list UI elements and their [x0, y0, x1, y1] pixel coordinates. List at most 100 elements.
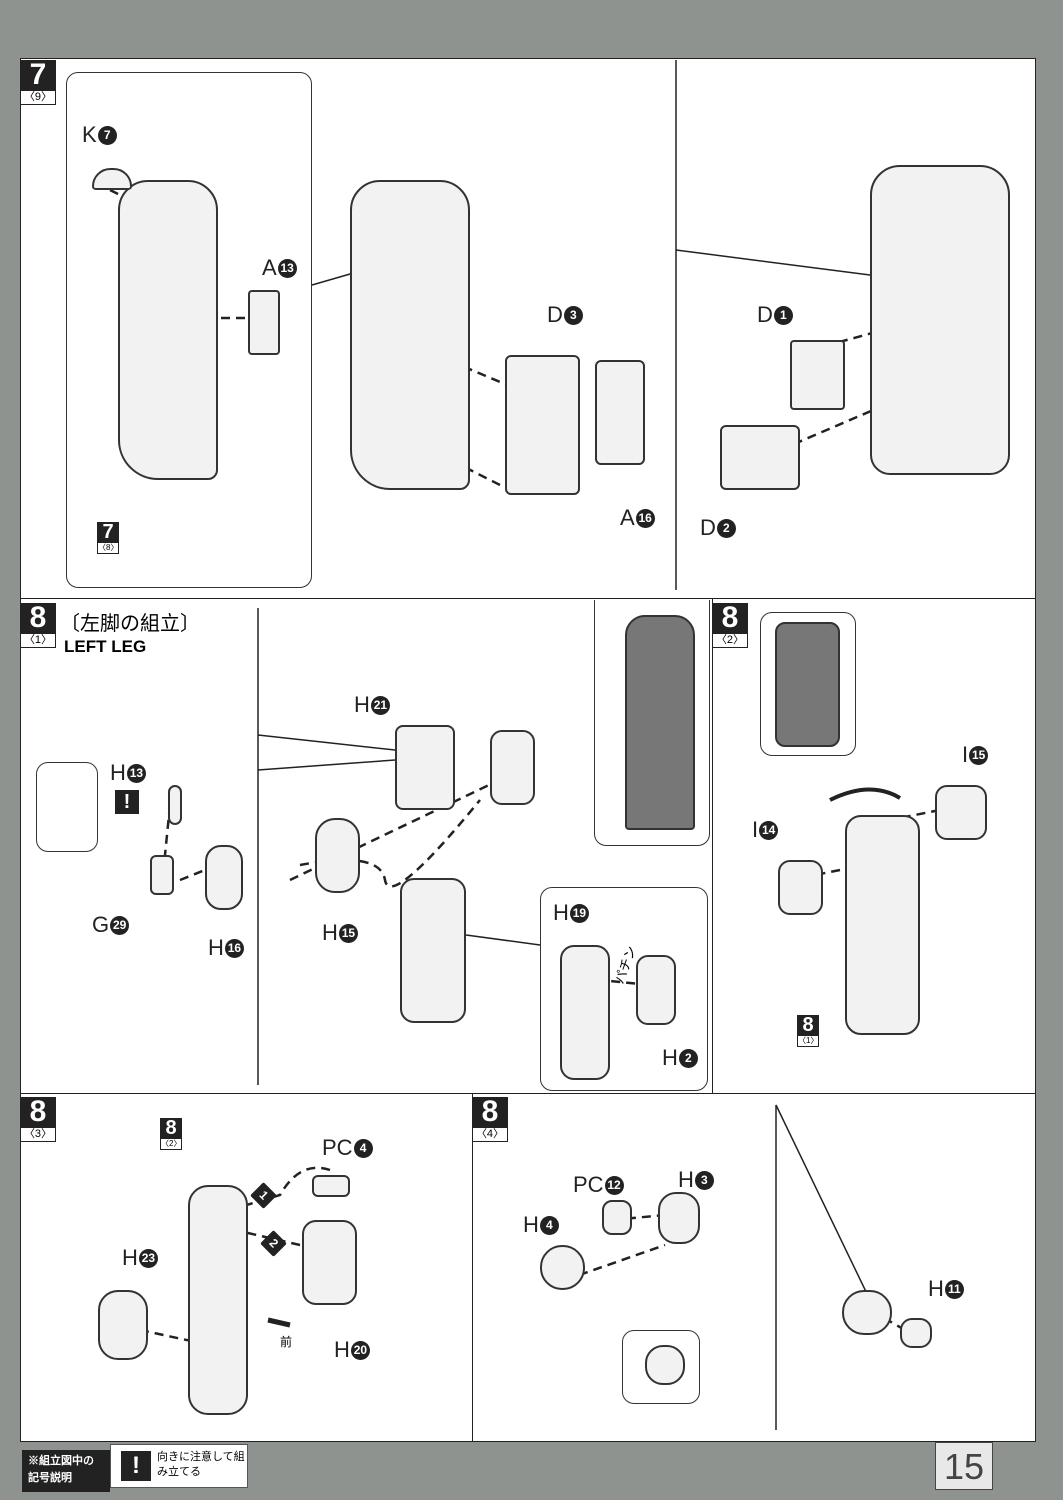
part-h2-drawing: [636, 955, 676, 1025]
part-number-circle: 13: [126, 763, 146, 783]
part-number-circle: 3: [563, 305, 583, 325]
step-8-2-reference: 8〈2〉: [160, 1118, 182, 1150]
substep-number: 〈3〉: [20, 1127, 56, 1142]
part-letter: I: [962, 742, 969, 767]
part-letter: H: [322, 920, 338, 945]
part-a13-drawing: [248, 290, 280, 355]
step-number: 8: [472, 1097, 508, 1127]
part-h21-drawing: [395, 725, 455, 810]
page-number: 15: [935, 1442, 993, 1490]
step-8-3: 8〈3〉: [20, 1097, 56, 1142]
caution-legend-icon: !: [121, 1451, 151, 1481]
part-d3-drawing: [505, 355, 580, 495]
part-g29-drawing: [150, 855, 174, 895]
part-letter: H: [208, 935, 224, 960]
torso-assembly-3: [870, 165, 1010, 475]
part-letter: D: [547, 302, 563, 327]
part-d2-drawing: [720, 425, 800, 490]
leg-assembly-8-3: [188, 1185, 248, 1415]
substep-number: 〈9〉: [20, 90, 56, 105]
part-h13-drawing: [168, 785, 182, 825]
part-letter: H: [662, 1045, 678, 1070]
part-number-circle: 29: [110, 915, 130, 935]
part-number-circle: 15: [338, 923, 358, 943]
step-number: 8: [797, 1015, 819, 1035]
lower-leg-frame-drawing: [400, 878, 466, 1023]
part-i15-drawing: [935, 785, 987, 840]
substep-number: 〈2〉: [160, 1138, 182, 1150]
part-h15-drawing: [315, 818, 360, 893]
inset-h13-detail: [36, 762, 98, 852]
part-h3-detail-drawing: [645, 1345, 685, 1385]
substep-number: 〈1〉: [797, 1035, 819, 1047]
step-title-en: LEFT LEG: [64, 637, 147, 656]
part-number-circle: 4: [539, 1215, 559, 1235]
substep-number: 〈4〉: [472, 1127, 508, 1142]
substep-number: 〈2〉: [712, 633, 748, 648]
part-number-circle: 19: [569, 903, 589, 923]
part-number-circle: 1: [773, 305, 793, 325]
legend-title: ※組立図中の記号説明: [22, 1450, 110, 1492]
part-number-circle: 2: [716, 518, 736, 538]
part-number-circle: 14: [759, 820, 779, 840]
part-number-circle: 13: [277, 258, 297, 278]
part-letter: H: [678, 1167, 694, 1192]
part-number-circle: 7: [97, 125, 117, 145]
front-direction-label: 前: [280, 1335, 293, 1349]
part-h16-drawing: [205, 845, 243, 910]
part-number-circle: 3: [694, 1170, 714, 1190]
part-letter: H: [553, 900, 569, 925]
step-title-jp: 〔左脚の組立〕: [60, 613, 200, 635]
part-number-circle: 23: [138, 1248, 158, 1268]
part-d1-drawing: [790, 340, 845, 410]
step-8-2: 8〈2〉: [712, 603, 748, 648]
part-letter: K: [82, 122, 97, 147]
part-letter: H: [523, 1212, 539, 1237]
part-h4-drawing: [540, 1245, 585, 1290]
part-number-circle: 21: [370, 695, 390, 715]
part-letter: A: [620, 505, 635, 530]
step-number: 7: [97, 522, 119, 542]
leg-assembly-8-2: [845, 815, 920, 1035]
part-a16-drawing: [595, 360, 645, 465]
step-number: 8: [20, 1097, 56, 1127]
part-h23-drawing: [98, 1290, 148, 1360]
part-pc12-drawing: [602, 1200, 632, 1235]
part-pc4-drawing: [312, 1175, 350, 1197]
part-letter: H: [110, 760, 126, 785]
part-letter: G: [92, 912, 110, 937]
reference-leg-8-2: [775, 622, 840, 747]
part-number-circle: 16: [635, 508, 655, 528]
part-letter: I: [752, 817, 759, 842]
part-h20-drawing: [302, 1220, 357, 1305]
knee-joint-drawing: [490, 730, 535, 805]
part-number-circle: 2: [678, 1048, 698, 1068]
step-7-9: 7〈9〉: [20, 60, 56, 105]
part-number-circle: 16: [224, 938, 244, 958]
leg-reference-drawing: [625, 615, 695, 830]
part-h11-assembly-drawing: [842, 1290, 892, 1335]
part-number-circle: 11: [944, 1279, 964, 1299]
substep-number: 〈1〉: [20, 633, 56, 648]
part-letter: PC: [573, 1172, 604, 1197]
step-8-1: 8〈1〉: [20, 603, 56, 648]
